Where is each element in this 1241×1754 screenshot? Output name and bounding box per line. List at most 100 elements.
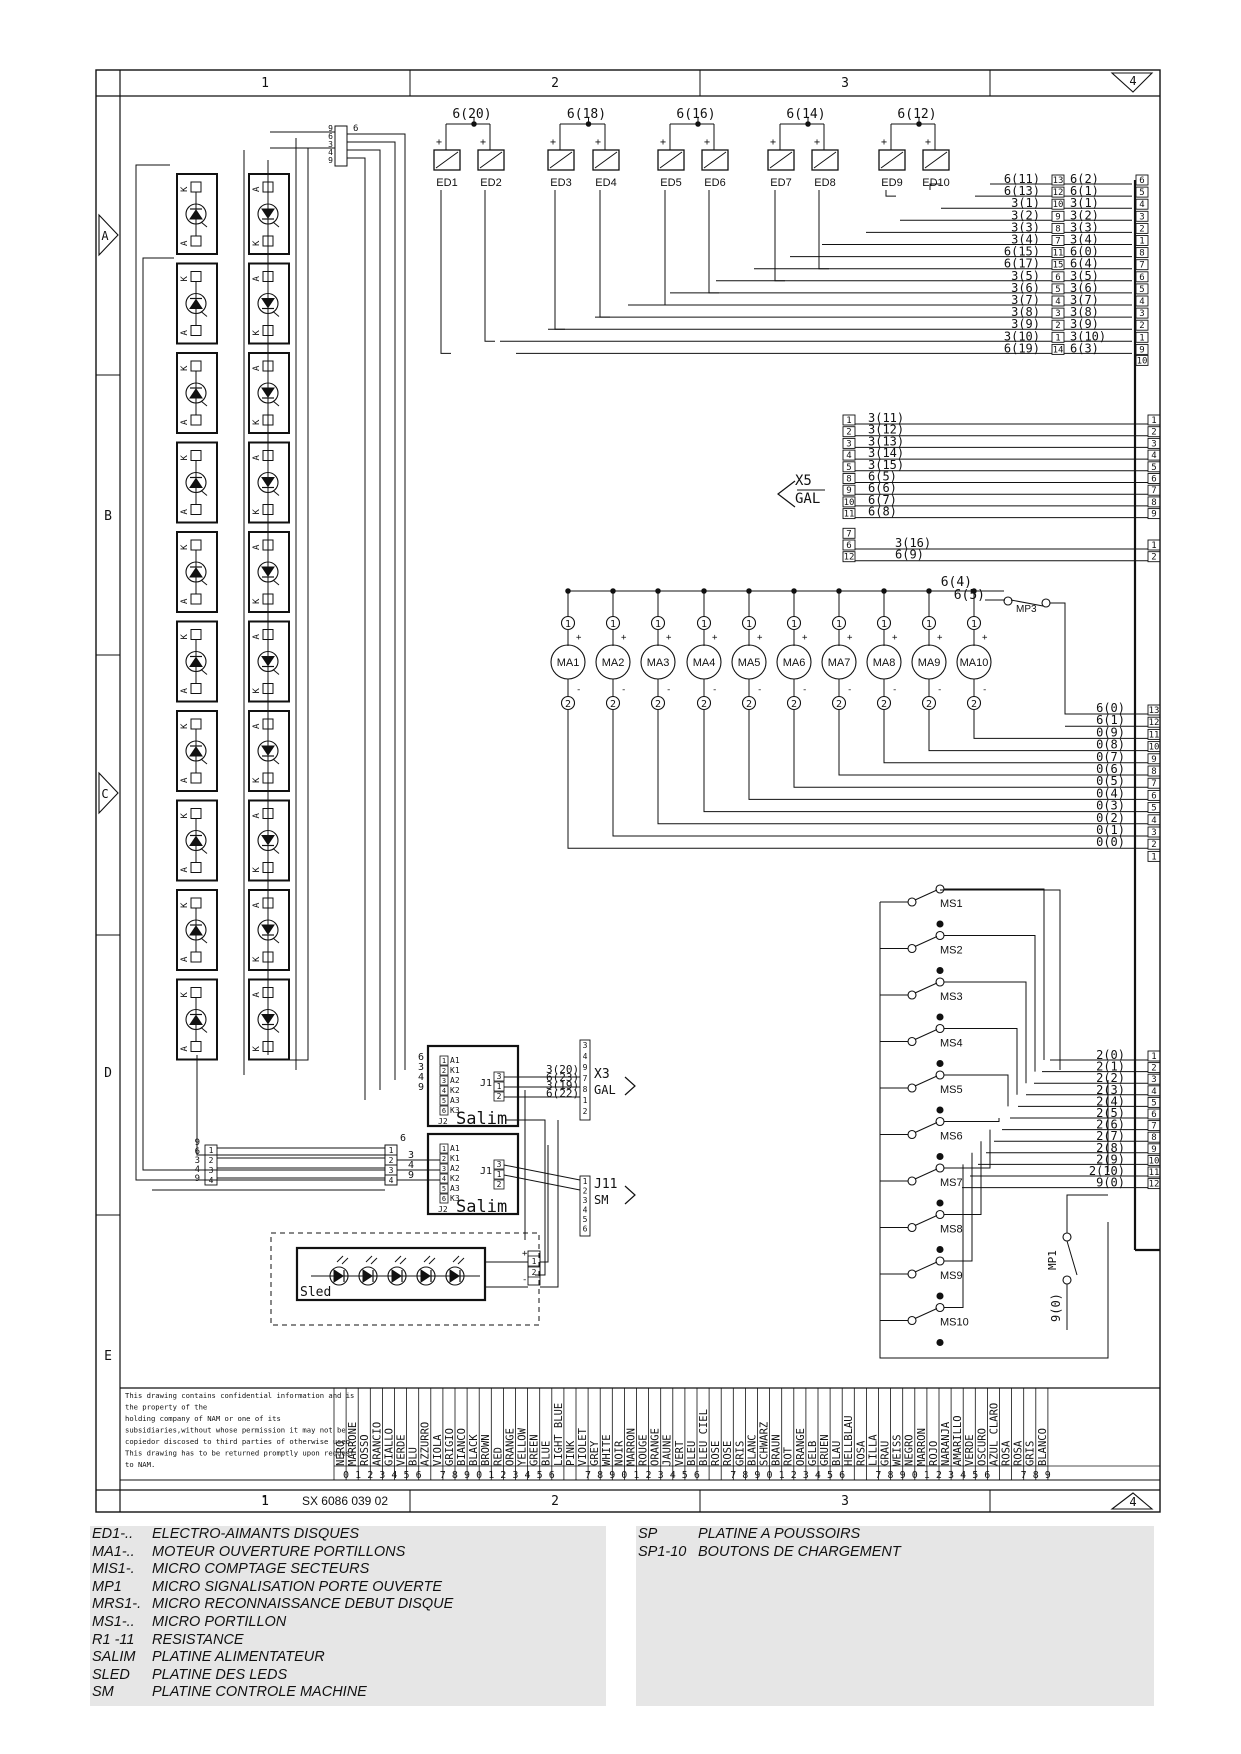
pin-square [190,718,202,730]
motor-terminal-bottom [786,695,802,711]
sled-name: Sled [300,1285,331,1300]
terminal-number: 1 [1055,333,1060,343]
supply-label: 6(16) [676,107,715,122]
legend-description: ELECTRO-AIMANTS DISQUES [152,1526,360,1542]
wire-label-right: 3(2) [1070,208,1099,222]
pin-square [190,181,202,193]
pin-number: 9 [846,486,851,496]
terminal-right [1147,473,1161,484]
terminal-number: 1 [1151,541,1156,551]
ms-route-wire [944,981,1027,1084]
terminal-number: 8 [1151,498,1156,508]
pin-square [190,951,202,963]
mp3-contact [1041,598,1051,608]
pin-letter: A [252,634,262,640]
motor-return-wire [612,710,1148,837]
row-marker [98,771,119,815]
legend-description: PLATINE A POUSSOIRS [698,1526,861,1542]
terminal-left [1051,343,1065,355]
terminal-number: 2 [971,699,977,710]
coil-plus: + [925,137,931,148]
terminal-right [1147,461,1161,473]
motor-label: MA6 [783,657,806,669]
coil-plus: + [480,137,486,148]
pin-letter: A [252,276,262,282]
terminal-number: 5 [1139,285,1144,295]
connector-wire [347,141,396,1080]
legend-description: MOTEUR OUVERTURE PORTILLONS [152,1543,406,1560]
legend-code: MRS1-. [92,1596,142,1613]
diode-circle [185,919,207,941]
pin-number: 2 [846,428,851,438]
legend-code: MP1 [92,1578,122,1595]
motor-terminal-top [650,615,666,631]
pin-letter: A [252,365,262,371]
terminal-right [1147,789,1161,801]
pin-letter: K [252,956,262,962]
terminal-right [1147,539,1161,551]
pin-number: 5 [846,463,851,473]
mp1-wire [1066,1194,1108,1233]
led-symbol [362,1269,373,1283]
ms-wire-label: 2(10) [1089,1164,1125,1178]
ms-dot [936,1338,944,1347]
salim-pin [439,1065,449,1076]
pin-number: 6 [846,541,851,551]
row-letter: C [101,787,108,801]
motor-terminal-bottom [876,695,892,711]
wire-label-left: 3(1) [1011,196,1040,210]
ms-route-wire [944,888,1045,1060]
color-code-name: ROUGE [638,1434,650,1466]
coil-drop-wire [708,190,719,294]
terminal-number: 1 [565,619,571,630]
color-code-name: ROSE [710,1441,722,1466]
ms-contact [907,1176,917,1186]
ms-label: MS6 [940,1131,963,1143]
motor-label: MA4 [693,657,716,669]
led-ray [399,1257,407,1265]
top-connector [334,125,348,167]
pin-letter: K [252,688,262,694]
terminal-number: 2 [1151,553,1156,563]
legend-code: R1 -11 [92,1631,135,1648]
diode-symbol [189,746,203,757]
diode-circle [185,561,207,583]
pin-number: 6 [353,124,358,134]
terminal-right [1147,426,1161,438]
salim-pin [439,1085,449,1096]
ms-route-wire [944,935,1036,1072]
diode-ray [200,1027,208,1033]
color-code-name: AMARILLO [952,1415,964,1466]
terminal-right [1147,551,1161,563]
ms-wire-label: 2(2) [1096,1071,1125,1085]
diode-symbol [189,477,203,488]
wire-label: 3(11) [868,411,904,425]
ms-common-wire [879,902,1109,1359]
pin-number: 5 [583,1215,588,1224]
color-code-name: AZUL CLARO [988,1403,1000,1466]
coil-slash [813,151,837,169]
motor-terminal-top [741,615,757,631]
wire [503,1164,581,1181]
pin-number: 2 [497,1180,502,1189]
legend-description: PLATINE ALIMENTATEUR [152,1649,325,1666]
pin-square [190,360,202,372]
motor-terminal-bottom [605,695,621,711]
ms-contact [935,1023,945,1034]
diode-ray [272,311,280,317]
pin-letter: K [180,276,190,282]
confidential-notice: the property of the [125,1403,207,1412]
pin-number: 4 [328,148,333,157]
salim-left-wire: 6 [195,1147,200,1157]
pin-number: 10 [844,498,855,508]
color-code-name: VERDE [396,1434,408,1466]
diode-module [248,352,290,434]
coil-slash [594,151,618,169]
coil-box [433,149,461,171]
terminal-number: 2 [1151,1064,1156,1074]
motor-minus: - [847,685,852,695]
ms-lever [914,1261,938,1273]
motor-minus: - [982,685,987,695]
